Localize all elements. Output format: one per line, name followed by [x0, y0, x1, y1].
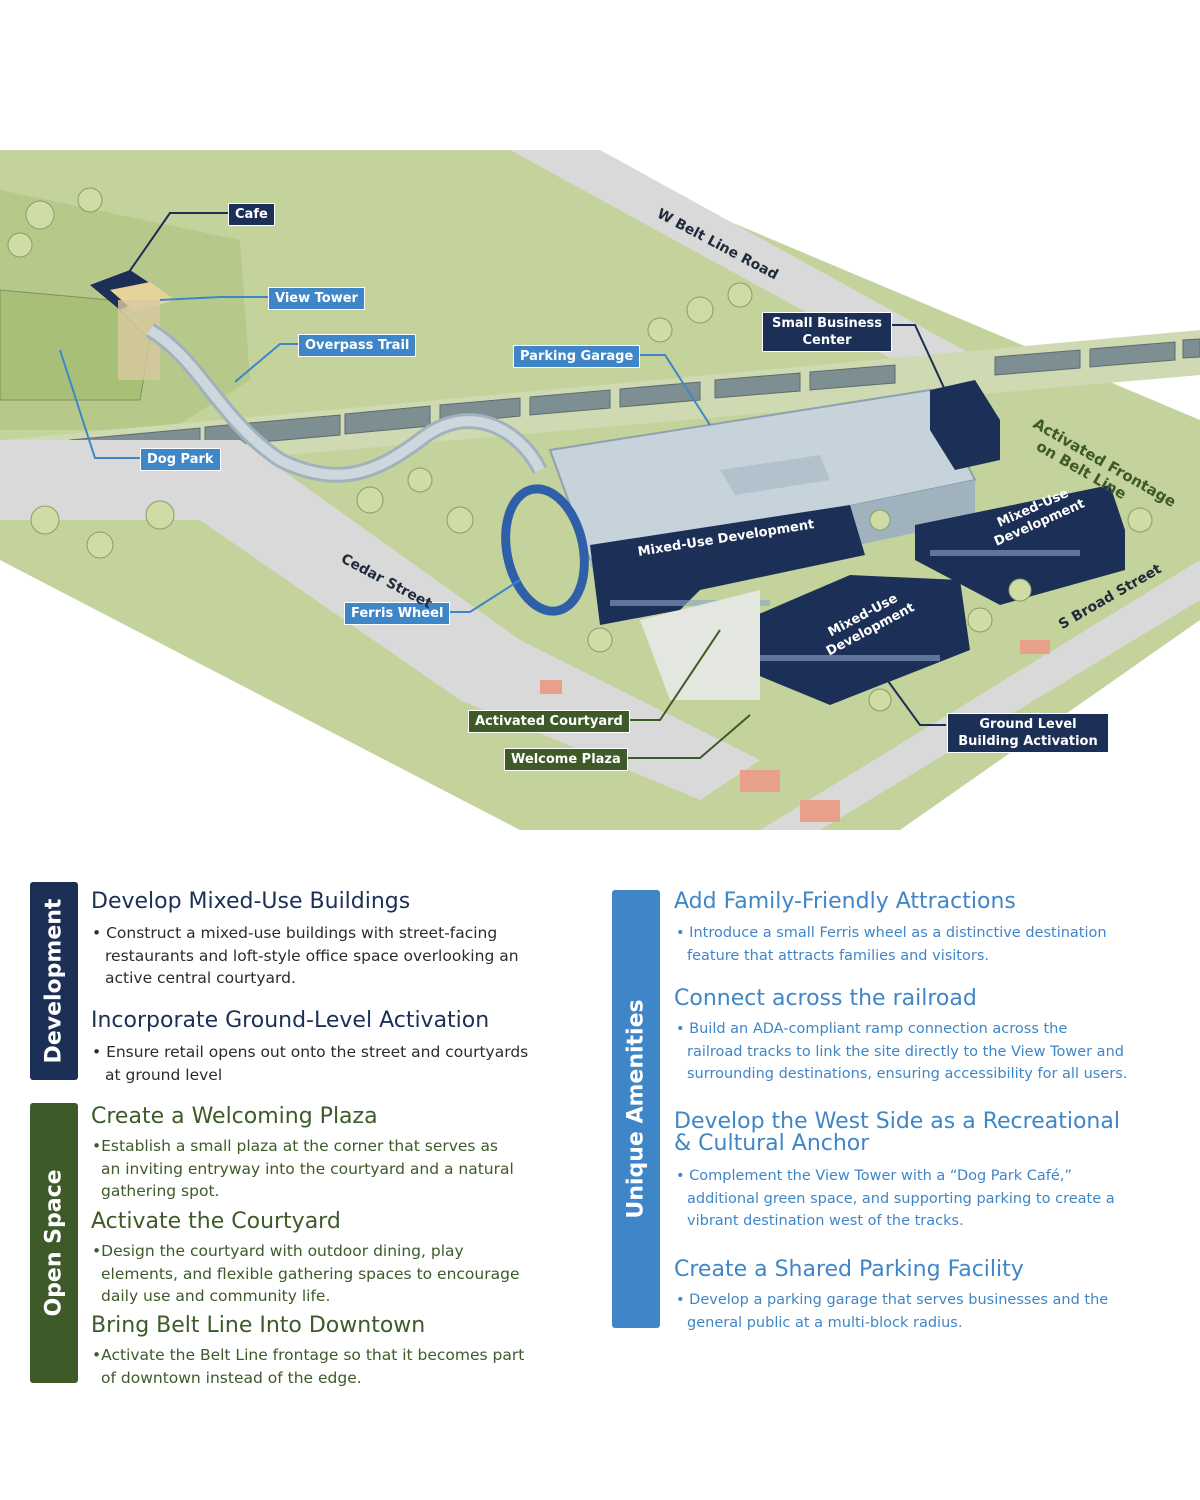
heading-west-side-anchor: Develop the West Side as a Recreational … [674, 1111, 1120, 1155]
heading-develop-mixed-use-buildings: Develop Mixed-Use Buildings [91, 889, 411, 914]
callout-view-tower: View Tower [268, 287, 365, 310]
heading-activate-courtyard: Activate the Courtyard [91, 1209, 341, 1234]
callout-ground-level-activation: Ground Level Building Activation [947, 713, 1109, 753]
text-line: railroad tracks to link the site directl… [687, 1043, 1124, 1060]
heading-shared-parking: Create a Shared Parking Facility [674, 1257, 1024, 1282]
tab-open-space: Open Space [30, 1103, 78, 1383]
text-line: • Construct a mixed-use buildings with s… [92, 924, 498, 942]
callout-welcome-plaza: Welcome Plaza [504, 748, 628, 771]
heading-bring-belt-line: Bring Belt Line Into Downtown [91, 1313, 426, 1338]
body-welcoming-plaza: •Establish a small plaza at the corner t… [92, 1135, 514, 1203]
callout-small-business-line1: Small Business [771, 316, 883, 331]
text-line: gathering spot. [101, 1182, 220, 1200]
tab-unique-amenities: Unique Amenities [612, 890, 660, 1328]
mixed-use-building-1 [590, 505, 865, 625]
body-shared-parking: • Develop a parking garage that serves b… [676, 1289, 1108, 1334]
body-bring-belt-line: •Activate the Belt Line frontage so that… [92, 1344, 524, 1389]
small-business-center [930, 380, 1000, 470]
text-line: of downtown instead of the edge. [101, 1368, 362, 1387]
body-activate-courtyard: •Design the courtyard with outdoor dinin… [92, 1240, 520, 1308]
mixed-use-building-2 [915, 485, 1125, 605]
callout-small-business-line2: Center [802, 333, 852, 348]
callout-small-business-center: Small Business Center [762, 312, 892, 352]
text-line: feature that attracts families and visit… [687, 947, 989, 964]
heading-welcoming-plaza: Create a Welcoming Plaza [91, 1104, 378, 1129]
text-line: general public at a multi-block radius. [687, 1314, 963, 1331]
body-connect-railroad: • Build an ADA-compliant ramp connection… [676, 1018, 1127, 1086]
tab-development: Development [30, 882, 78, 1080]
body-ground-level-activation: • Ensure retail opens out onto the stree… [92, 1041, 528, 1086]
heading-ground-level-activation: Incorporate Ground-Level Activation [91, 1008, 490, 1033]
callout-cafe: Cafe [228, 203, 275, 226]
heading-line: & Cultural Anchor [674, 1131, 870, 1156]
callout-dog-park: Dog Park [140, 448, 221, 471]
text-line: • Build an ADA-compliant ramp connection… [676, 1021, 1068, 1037]
text-line: daily use and community life. [101, 1287, 331, 1305]
site-plan-illustration [0, 150, 1200, 830]
text-line: • Complement the View Tower with a “Dog … [676, 1168, 1072, 1184]
body-develop-mixed-use-buildings: • Construct a mixed-use buildings with s… [92, 922, 519, 990]
heading-line: Develop the West Side as a Recreational [674, 1109, 1120, 1134]
tab-development-label: Development [41, 898, 67, 1064]
activated-courtyard-area [640, 590, 760, 700]
text-line: vibrant destination west of the tracks. [687, 1213, 964, 1229]
text-line: •Establish a small plaza at the corner t… [92, 1137, 499, 1155]
text-line: active central courtyard. [105, 969, 296, 987]
railroad-train [69, 338, 1200, 461]
mixed-use-building-3 [745, 575, 970, 705]
s-broad-street [760, 560, 1200, 830]
heading-connect-railroad: Connect across the railroad [674, 986, 977, 1011]
callout-parking-garage: Parking Garage [513, 345, 641, 368]
heading-family-friendly: Add Family-Friendly Attractions [674, 889, 1016, 914]
callout-ferris-wheel: Ferris Wheel [344, 602, 451, 625]
tab-open-space-label: Open Space [41, 1169, 67, 1317]
body-west-side-anchor: • Complement the View Tower with a “Dog … [676, 1165, 1115, 1233]
text-line: •Design the courtyard with outdoor dinin… [92, 1242, 464, 1260]
callout-ground-level-line2: Building Activation [958, 734, 1098, 749]
text-line: elements, and flexible gathering spaces … [101, 1264, 520, 1283]
text-line: •Activate the Belt Line frontage so that… [92, 1346, 525, 1364]
text-line: • Introduce a small Ferris wheel as a di… [676, 925, 1107, 941]
callout-ground-level-line1: Ground Level [979, 717, 1077, 732]
callout-overpass-trail: Overpass Trail [298, 334, 417, 357]
text-line: • Develop a parking garage that serves b… [676, 1292, 1109, 1308]
crosswalks [540, 640, 1050, 822]
text-line: surrounding destinations, ensuring acces… [687, 1066, 1128, 1082]
body-family-friendly: • Introduce a small Ferris wheel as a di… [676, 922, 1107, 967]
text-line: additional green space, and supporting p… [687, 1190, 1115, 1207]
callout-activated-courtyard: Activated Courtyard [468, 710, 630, 733]
text-line: at ground level [105, 1065, 223, 1084]
text-line: • Ensure retail opens out onto the stree… [92, 1043, 529, 1061]
ferris-wheel-structure [501, 484, 589, 616]
trees [7, 187, 1153, 712]
text-line: restaurants and loft-style office space … [105, 946, 519, 965]
text-line: an inviting entryway into the courtyard … [101, 1159, 514, 1178]
tab-unique-amenities-label: Unique Amenities [623, 999, 649, 1219]
